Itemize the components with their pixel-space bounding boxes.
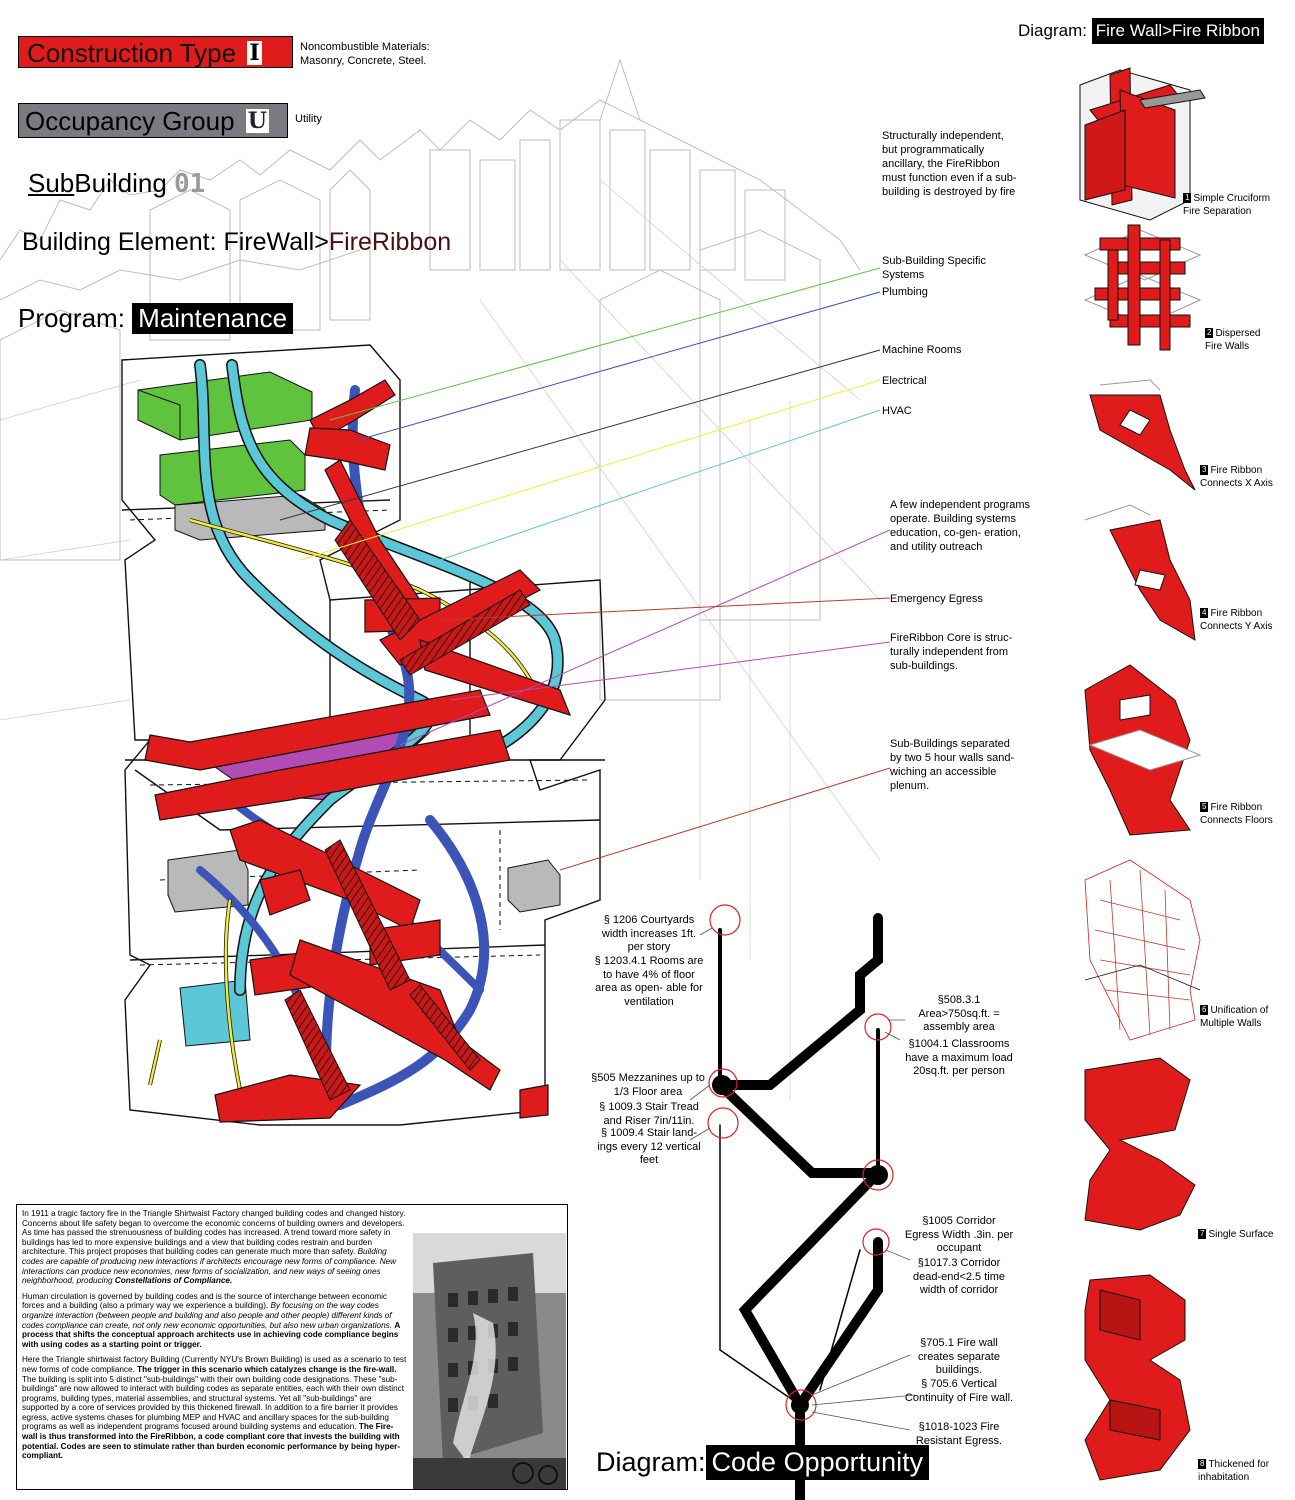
construction-type-description: Noncombustible Materials: Masonry, Concr… <box>300 41 430 67</box>
thumb-5-ribbon-floors <box>1084 664 1202 836</box>
subbuilding-title: SubBuilding 01 <box>28 168 206 199</box>
occupancy-group-label: Occupancy Group <box>25 106 235 136</box>
code-1009-4: § 1009.4 Stair land- ings every 12 verti… <box>597 1127 701 1166</box>
code-508: §508.3.1 Area>750sq.ft. = assembly area <box>918 994 1000 1033</box>
code-1005: §1005 Corridor Egress Width .3in. per oc… <box>904 1215 1014 1254</box>
diagram-bottom-title: Diagram:Code Opportunity <box>596 1445 930 1480</box>
occupancy-group-description: Utility <box>295 113 322 125</box>
essay-box: In 1911 a tragic factory fire in the Tri… <box>16 1204 568 1490</box>
thumb-3-ribbon-x <box>1089 379 1196 491</box>
essay-paragraph-3: Here the Triangle shirtwaist factory Bui… <box>22 1355 407 1461</box>
label-electrical: Electrical <box>882 375 927 387</box>
fire-ribbon <box>144 379 572 1123</box>
essay-paragraph-1: In 1911 a tragic factory fire in the Tri… <box>22 1209 406 1286</box>
thumb-2-dispersed <box>1083 224 1202 351</box>
label-egress: Emergency Egress <box>890 593 983 605</box>
code-705-6: § 705.6 Vertical Continuity of Fire wall… <box>904 1378 1014 1404</box>
code-705-1: §705.1 Fire wall creates separate buildi… <box>918 1337 1000 1376</box>
factory-fire-photo <box>413 1233 566 1489</box>
code-1018: §1018-1023 Fire Resistant Egress. <box>915 1421 1003 1447</box>
occupancy-group-box: Occupancy Group U <box>18 103 288 138</box>
code-1206: § 1206 Courtyards width increases 1ft. p… <box>601 914 697 953</box>
construction-type-box: Construction Type I <box>18 36 293 68</box>
label-programs: A few independent programs operate. Buil… <box>890 499 1031 553</box>
program-title: Program: Maintenance <box>18 303 294 334</box>
label-hvac: HVAC <box>882 405 912 417</box>
code-1017: §1017.3 Corridor dead-end<2.5 time width… <box>912 1257 1006 1296</box>
occupancy-group-letter: U <box>245 108 269 134</box>
code-1203: § 1203.4.1 Rooms are to have 4% of floor… <box>594 955 704 1008</box>
construction-type-number: I <box>247 40 262 66</box>
machine-room <box>137 371 313 506</box>
building-element-title: Building Element: FireWall>FireRibbon <box>22 228 452 256</box>
essay-paragraph-2: Human circulation is governed by buildin… <box>22 1291 400 1349</box>
code-1009-3: § 1009.3 Stair Tread and Riser 7in/11in. <box>599 1101 699 1127</box>
thumb-6-unification <box>1084 859 1201 1041</box>
label-core: FireRibbon Core is struc- turally indepe… <box>890 632 1013 672</box>
label-plumbing: Plumbing <box>882 286 928 298</box>
program-value: Maintenance <box>132 303 294 334</box>
thumb-4-ribbon-y <box>1084 504 1196 641</box>
thumb-1-cruciform <box>1079 67 1206 221</box>
diagram-top-title: Diagram: Fire Wall>Fire Ribbon <box>1018 18 1264 44</box>
label-machine-rooms: Machine Rooms <box>882 344 962 356</box>
subbuilding-number: 01 <box>174 169 206 199</box>
construction-type-label: Construction Type <box>27 38 237 68</box>
label-subsystems: Sub-Building Specific Systems <box>882 255 986 281</box>
thumb-7-single-surface <box>1084 1057 1196 1231</box>
thumb-8-thickened <box>1084 1274 1191 1481</box>
leader-lines <box>279 267 891 871</box>
code-1004: §1004.1 Classrooms have a maximum load 2… <box>905 1038 1013 1077</box>
label-intro: Structurally independent, but programmat… <box>882 130 1017 198</box>
label-separated: Sub-Buildings separated by two 5 hour wa… <box>890 738 1015 792</box>
code-505: §505 Mezzanines up to 1/3 Floor area <box>591 1072 705 1098</box>
